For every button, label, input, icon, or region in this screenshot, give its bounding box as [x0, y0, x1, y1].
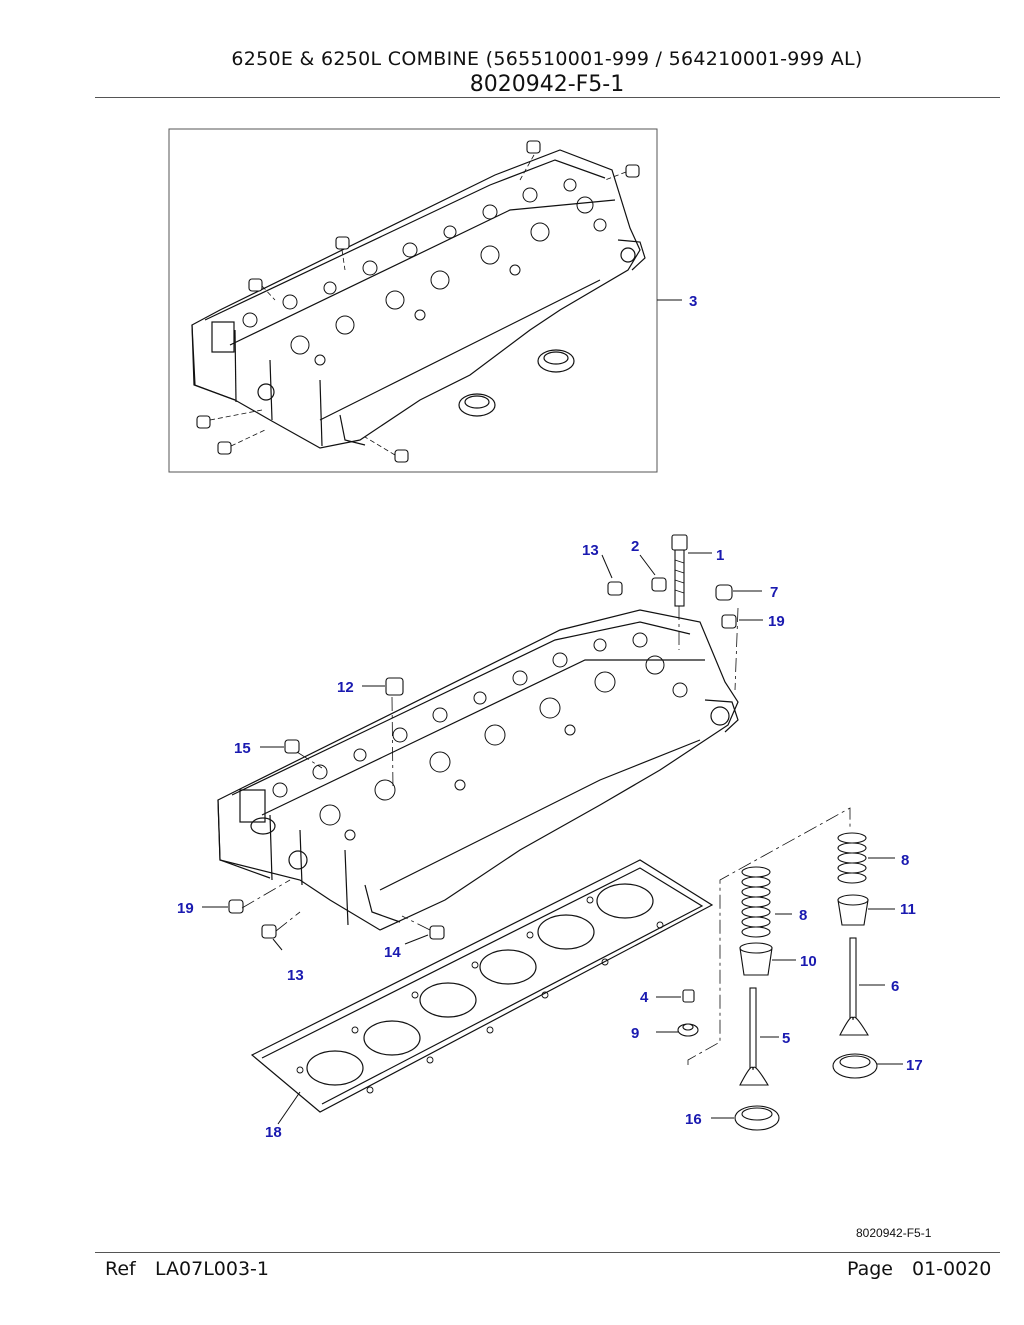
- figure-number-title: 8020942-F5-1: [469, 72, 625, 97]
- callout-8-left: 8: [799, 907, 807, 924]
- callout-13-top: 13: [582, 542, 599, 559]
- footer-rule: [95, 1252, 1000, 1253]
- valve-train-drawing: [677, 832, 878, 1131]
- bolt-drawing: [671, 534, 688, 607]
- cylinder-head-drawing: [217, 609, 739, 931]
- footer-ref-label: Ref: [105, 1258, 136, 1280]
- callout-18: 18: [265, 1124, 282, 1141]
- inset-cylinder-head-drawing: [191, 140, 646, 463]
- callout-2: 2: [631, 538, 639, 555]
- figure-reference: 8020942-F5-1: [856, 1226, 932, 1240]
- callout-5: 5: [782, 1030, 790, 1047]
- callout-6: 6: [891, 978, 899, 995]
- callout-13-bottom: 13: [287, 967, 304, 984]
- callout-11: 11: [900, 901, 916, 918]
- page-title: 6250E & 6250L COMBINE (565510001-999 / 5…: [231, 48, 863, 70]
- footer-page-value: 01-0020: [912, 1258, 992, 1280]
- callout-3: 3: [689, 293, 697, 310]
- callout-8-right: 8: [901, 852, 909, 869]
- callout-15: 15: [234, 740, 251, 757]
- plug-parts: [228, 577, 737, 940]
- footer-ref-value: LA07L003-1: [155, 1258, 269, 1280]
- callout-12: 12: [337, 679, 354, 696]
- callout-4: 4: [640, 989, 649, 1006]
- callout-9: 9: [631, 1025, 639, 1042]
- footer-page-label: Page: [847, 1258, 893, 1280]
- callout-16: 16: [685, 1111, 702, 1128]
- callout-14: 14: [384, 944, 401, 961]
- callout-10: 10: [800, 953, 817, 970]
- callout-19-top: 19: [768, 613, 785, 630]
- callout-1: 1: [716, 547, 724, 564]
- callout-7: 7: [770, 584, 778, 601]
- callout-19-left: 19: [177, 900, 194, 917]
- callout-leaders: [202, 552, 903, 1125]
- callout-17: 17: [906, 1057, 923, 1074]
- assembly-phantom-lines: [241, 606, 851, 1065]
- head-gasket-drawing: [250, 859, 714, 1113]
- header-rule: [95, 97, 1000, 98]
